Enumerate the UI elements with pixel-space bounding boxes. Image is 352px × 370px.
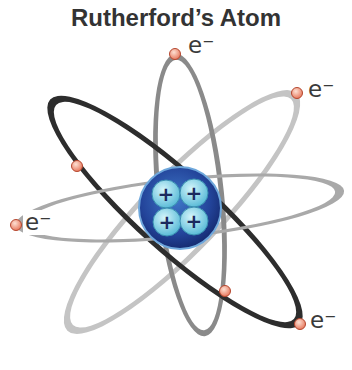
electron-label: e⁻ <box>25 209 51 235</box>
electron-dot <box>170 49 181 60</box>
electron-label-box: e⁻ <box>23 210 53 235</box>
electron-label: e⁻ <box>310 307 336 333</box>
electron-dot <box>72 161 83 172</box>
electron-dot <box>220 286 231 297</box>
proton: + <box>179 178 209 208</box>
proton-shape <box>180 207 208 235</box>
electron-label: e⁻ <box>308 76 334 102</box>
electron-dot <box>295 319 306 330</box>
orbit-ring <box>141 50 238 340</box>
electron-label: e⁻ <box>188 32 214 58</box>
proton-charge: + <box>151 179 181 204</box>
electron-label-box: e⁻ <box>308 308 338 333</box>
proton: + <box>152 207 182 237</box>
electron-dot <box>292 88 303 99</box>
proton-shape <box>152 180 180 208</box>
electron-label-box: e⁻ <box>186 33 216 58</box>
electron-label-box: e⁻ <box>306 77 336 102</box>
electron-dot <box>11 220 22 231</box>
proton-charge: + <box>179 178 209 203</box>
proton-charge: + <box>152 207 182 232</box>
orbit-ring <box>23 70 326 354</box>
proton-shape <box>153 208 181 236</box>
nucleus <box>139 167 221 249</box>
orbit-ring <box>13 161 347 255</box>
title-text: Rutherford’s Atom <box>0 0 352 32</box>
proton: + <box>151 179 181 209</box>
proton-charge: + <box>179 206 209 231</box>
orbit-ring <box>39 66 326 359</box>
proton-shape <box>180 179 208 207</box>
proton: + <box>179 206 209 236</box>
